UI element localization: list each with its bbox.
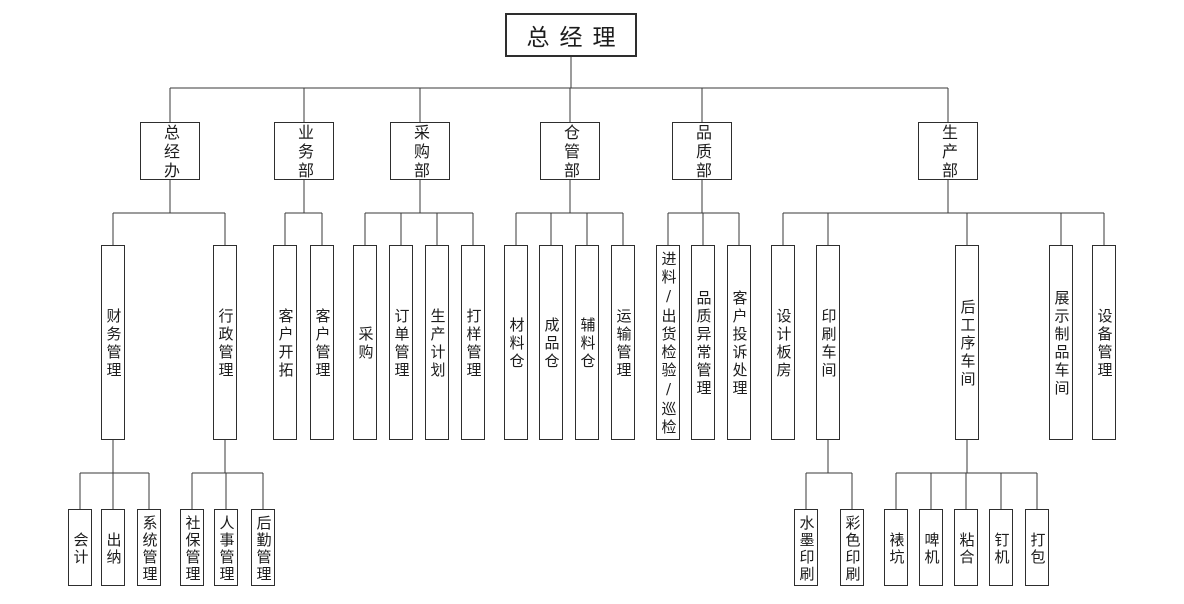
org-node-label-bk: 裱坑 — [887, 531, 906, 566]
org-node-label-shbgl: 社保管理 — [183, 514, 202, 583]
org-node-zszp: 展示制品车间 — [1049, 245, 1073, 440]
org-node-label-yscj: 印刷车间 — [819, 308, 838, 380]
org-node-label-pzyc: 品质异常管理 — [694, 290, 713, 398]
org-node-label-zszp: 展示制品车间 — [1052, 290, 1071, 398]
org-node-label-khgl: 客户管理 — [313, 308, 332, 380]
org-node-flc: 辅料仓 — [575, 245, 599, 440]
org-node-label-dygl: 打样管理 — [464, 308, 483, 380]
org-node-ddgl: 订单管理 — [389, 245, 413, 440]
org-node-pj: 啤机 — [919, 509, 943, 586]
org-node-label-flc: 辅料仓 — [578, 317, 597, 371]
org-node-cn: 出纳 — [101, 509, 125, 586]
org-node-label-ysgl: 运输管理 — [614, 308, 633, 380]
org-node-rsgl: 人事管理 — [214, 509, 238, 586]
org-node-xtgl: 系统管理 — [137, 509, 161, 586]
org-node-label-khkt: 客户开拓 — [276, 308, 295, 380]
org-node-label-csys: 彩色印刷 — [843, 514, 862, 583]
org-node-label-scb: 生产部 — [939, 124, 958, 180]
org-node-dygl: 打样管理 — [461, 245, 485, 440]
org-node-khts: 客户投诉处理 — [727, 245, 751, 440]
org-node-bk: 裱坑 — [884, 509, 908, 586]
org-node-shbgl: 社保管理 — [180, 509, 204, 586]
org-node-nh: 粘合 — [954, 509, 978, 586]
org-node-label-hqgl: 后勤管理 — [254, 514, 273, 583]
org-node-label-pzb: 品质部 — [693, 124, 712, 180]
org-node-label-jljy: 进料/出货检验/巡检 — [659, 251, 678, 437]
org-node-zjb: 总经办 — [140, 122, 200, 180]
org-node-label-smys: 水墨印刷 — [797, 514, 816, 583]
org-node-label-xtgl: 系统管理 — [140, 514, 159, 583]
org-node-clc: 材料仓 — [504, 245, 528, 440]
org-node-label-ywb: 业务部 — [295, 124, 314, 180]
org-node-smys: 水墨印刷 — [794, 509, 818, 586]
org-node-pzb: 品质部 — [672, 122, 732, 180]
org-node-label-hgx: 后工序车间 — [958, 299, 977, 389]
org-node-label-pj: 啤机 — [922, 531, 941, 566]
org-node-label-scjh: 生产计划 — [428, 308, 447, 380]
org-node-label-clc: 材料仓 — [507, 317, 526, 371]
org-node-khgl: 客户管理 — [310, 245, 334, 440]
org-node-cpc: 成品仓 — [539, 245, 563, 440]
org-node-dj: 钉机 — [989, 509, 1013, 586]
org-node-label-sbgl: 设备管理 — [1095, 308, 1114, 380]
org-node-ysgl: 运输管理 — [611, 245, 635, 440]
org-node-sjbf: 设计板房 — [771, 245, 795, 440]
org-node-label-cg: 采购 — [356, 326, 375, 362]
org-node-ywb: 业务部 — [274, 122, 334, 180]
org-node-scjh: 生产计划 — [425, 245, 449, 440]
org-node-label-cpc: 成品仓 — [542, 317, 561, 371]
org-node-root: 总经理 — [505, 13, 637, 57]
org-node-label-ddgl: 订单管理 — [392, 308, 411, 380]
org-node-kj: 会计 — [68, 509, 92, 586]
org-node-label-khts: 客户投诉处理 — [730, 290, 749, 398]
org-node-sbgl: 设备管理 — [1092, 245, 1116, 440]
org-node-label-cwgl: 财务管理 — [104, 308, 123, 380]
org-node-label-root: 总经理 — [526, 25, 626, 51]
org-node-label-kj: 会计 — [71, 531, 90, 566]
org-node-cwgl: 财务管理 — [101, 245, 125, 440]
org-node-yscj: 印刷车间 — [816, 245, 840, 440]
org-node-label-cgb: 采购部 — [411, 124, 430, 180]
org-node-xzgl: 行政管理 — [213, 245, 237, 440]
org-node-khkt: 客户开拓 — [273, 245, 297, 440]
org-node-hgx: 后工序车间 — [955, 245, 979, 440]
org-node-label-nh: 粘合 — [957, 531, 976, 566]
org-node-hqgl: 后勤管理 — [251, 509, 275, 586]
org-node-scb: 生产部 — [918, 122, 978, 180]
org-node-db: 打包 — [1025, 509, 1049, 586]
org-node-label-cn: 出纳 — [104, 531, 123, 566]
org-node-label-db: 打包 — [1028, 531, 1047, 566]
org-node-cgk: 仓管部 — [540, 122, 600, 180]
org-node-label-sjbf: 设计板房 — [774, 308, 793, 380]
org-node-csys: 彩色印刷 — [840, 509, 864, 586]
org-node-cg: 采购 — [353, 245, 377, 440]
org-node-label-cgk: 仓管部 — [561, 124, 580, 180]
org-node-label-rsgl: 人事管理 — [217, 514, 236, 583]
org-node-label-xzgl: 行政管理 — [216, 308, 235, 380]
org-node-pzyc: 品质异常管理 — [691, 245, 715, 440]
org-node-jljy: 进料/出货检验/巡检 — [656, 245, 680, 440]
org-node-cgb: 采购部 — [390, 122, 450, 180]
org-node-label-zjb: 总经办 — [161, 124, 180, 180]
org-node-label-dj: 钉机 — [992, 531, 1011, 566]
